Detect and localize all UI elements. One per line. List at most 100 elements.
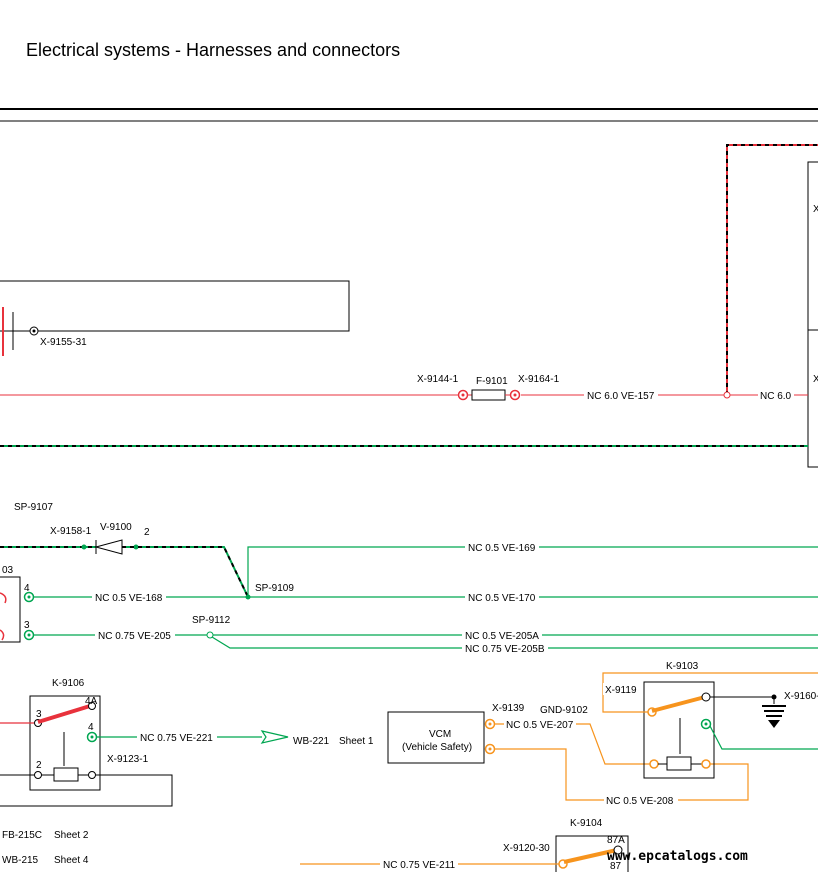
connector-k9106-pin4-icon	[86, 731, 98, 743]
splice-sp9112	[206, 631, 214, 639]
page-title: Electrical systems - Harnesses and conne…	[26, 40, 401, 60]
label-wire-207: NC 0.5 VE-207	[506, 720, 574, 731]
label-wb221: WB-221	[293, 736, 330, 747]
label-x9123: X-9123-1	[107, 754, 149, 765]
label-sheet1: Sheet 1	[339, 736, 374, 747]
dashed-wire-frame-black	[726, 144, 818, 395]
label-k9104-87: 87	[610, 861, 622, 872]
wire-black-k9106-pin1	[0, 774, 173, 807]
label-x9158: X-9158-1	[50, 526, 92, 537]
dashed-green-wire-2-dash	[122, 546, 249, 598]
connector-pin4-icon	[23, 591, 35, 603]
label-x9160: X-9160-	[784, 691, 818, 702]
connector-pin3-icon	[23, 629, 35, 641]
wire-label-bg-168	[92, 591, 166, 603]
wire-label-bg-157	[584, 388, 658, 402]
label-diode-pin2: 2	[144, 527, 150, 538]
splice-sp9109	[245, 594, 251, 600]
label-wire-205b: NC 0.75 VE-205B	[465, 644, 545, 655]
label-x9164: X-9164-1	[518, 374, 560, 385]
label-k9106-4: 4	[88, 722, 94, 733]
diode-v9100-icon	[94, 539, 123, 555]
label-wire-60: NC 6.0	[760, 391, 792, 402]
label-x9119: X-9119	[605, 685, 637, 696]
label-relay-03: 03	[2, 565, 14, 576]
label-v9100: V-9100	[100, 522, 132, 533]
diode-node-left	[81, 544, 87, 550]
wire-label-bg-170	[465, 591, 539, 603]
relay-left-contact-a	[0, 592, 7, 604]
vcm-title: VCM	[429, 729, 451, 740]
label-wire-221: NC 0.75 VE-221	[140, 733, 213, 744]
label-wire-157: NC 6.0 VE-157	[587, 391, 655, 402]
edge-box-upper	[807, 161, 818, 331]
wire-label-bg-208	[604, 794, 678, 806]
label-k9104-87a: 87A	[607, 835, 625, 846]
splice-node-red	[723, 391, 731, 399]
wire-label-bg-207	[504, 718, 576, 730]
k9106-pin2-dot	[34, 771, 42, 779]
edge-label-upper: X	[813, 204, 818, 215]
wire-ve205b	[211, 636, 818, 649]
label-k9103: K-9103	[666, 661, 699, 672]
k9103-pin-nc	[701, 692, 711, 702]
wire-green-k9103-out	[709, 725, 818, 750]
ground-icon	[762, 705, 786, 728]
dashed-green-wire-2	[122, 546, 249, 598]
wire-label-bg-211	[380, 858, 458, 870]
label-sp9109: SP-9109	[255, 583, 294, 594]
k9106-pin1-dot	[88, 771, 96, 779]
k9106-switch-arm	[37, 704, 91, 724]
relay-k9103	[643, 681, 715, 779]
k9104-switch-arm	[563, 848, 618, 864]
label-wire-211: NC 0.75 VE-211	[383, 860, 456, 871]
connector-vcm-pin1-icon	[484, 718, 496, 730]
k9103-coil-pin-left	[649, 759, 659, 769]
label-wb215: WB-215	[2, 855, 39, 866]
connector-k9103-pin-no-icon	[700, 718, 712, 730]
wire-label-bg-221	[137, 731, 217, 743]
relay-k9106	[29, 695, 101, 791]
label-wire-205a: NC 0.5 VE-205A	[465, 631, 539, 642]
wire-label-bg-205	[95, 629, 175, 641]
label-gnd9102: GND-9102	[540, 705, 588, 716]
vcm-module-box	[387, 711, 485, 764]
k9104-pin-87a	[613, 845, 623, 855]
label-f9101: F-9101	[476, 376, 508, 387]
wire-label-bg-x9119	[603, 683, 639, 695]
label-x9139: X-9139	[492, 703, 525, 714]
label-x9144: X-9144-1	[417, 374, 459, 385]
k9106-pin4a-dot	[88, 702, 96, 710]
connector-x9164-icon	[509, 389, 521, 401]
connector-x9155-pin	[32, 329, 36, 333]
dashed-wire-frame	[726, 144, 818, 395]
label-k9106-3: 3	[36, 709, 42, 720]
label-sp9112: SP-9112	[192, 615, 231, 626]
connector-vcm-pin2-icon	[484, 743, 496, 755]
k9103-switch-arm	[651, 695, 706, 713]
label-wire-205: NC 0.75 VE-205	[98, 631, 171, 642]
label-k9104: K-9104	[570, 818, 603, 829]
offpage-arrow-wb221-icon	[260, 730, 289, 744]
label-k9106: K-9106	[52, 678, 85, 689]
wire-ve169	[247, 546, 818, 597]
label-sheet2: Sheet 2	[54, 830, 89, 841]
label-fb215c: FB-215C	[2, 830, 42, 841]
k9103-coil-icon	[666, 756, 692, 771]
k9103-coil-pin-right	[701, 759, 711, 769]
label-sheet4: Sheet 4	[54, 855, 89, 866]
connector-x9144-icon	[457, 389, 469, 401]
label-x9155: X-9155-31	[40, 337, 87, 348]
label-k9106-4a: 4A	[85, 696, 98, 707]
wire-label-bg-205a	[462, 629, 542, 641]
relay-k9104	[555, 835, 629, 872]
wire-label-bg-205b	[462, 642, 548, 654]
component-box-x9155	[0, 280, 350, 332]
fuse-f9101-icon	[471, 389, 506, 401]
label-k9106-2: 2	[36, 760, 42, 771]
edge-box-lower	[807, 329, 818, 468]
relay-left-contact-b	[0, 629, 5, 641]
watermark: www.epcatalogs.com	[607, 849, 748, 864]
label-wire-208: NC 0.5 VE-208	[606, 796, 674, 807]
